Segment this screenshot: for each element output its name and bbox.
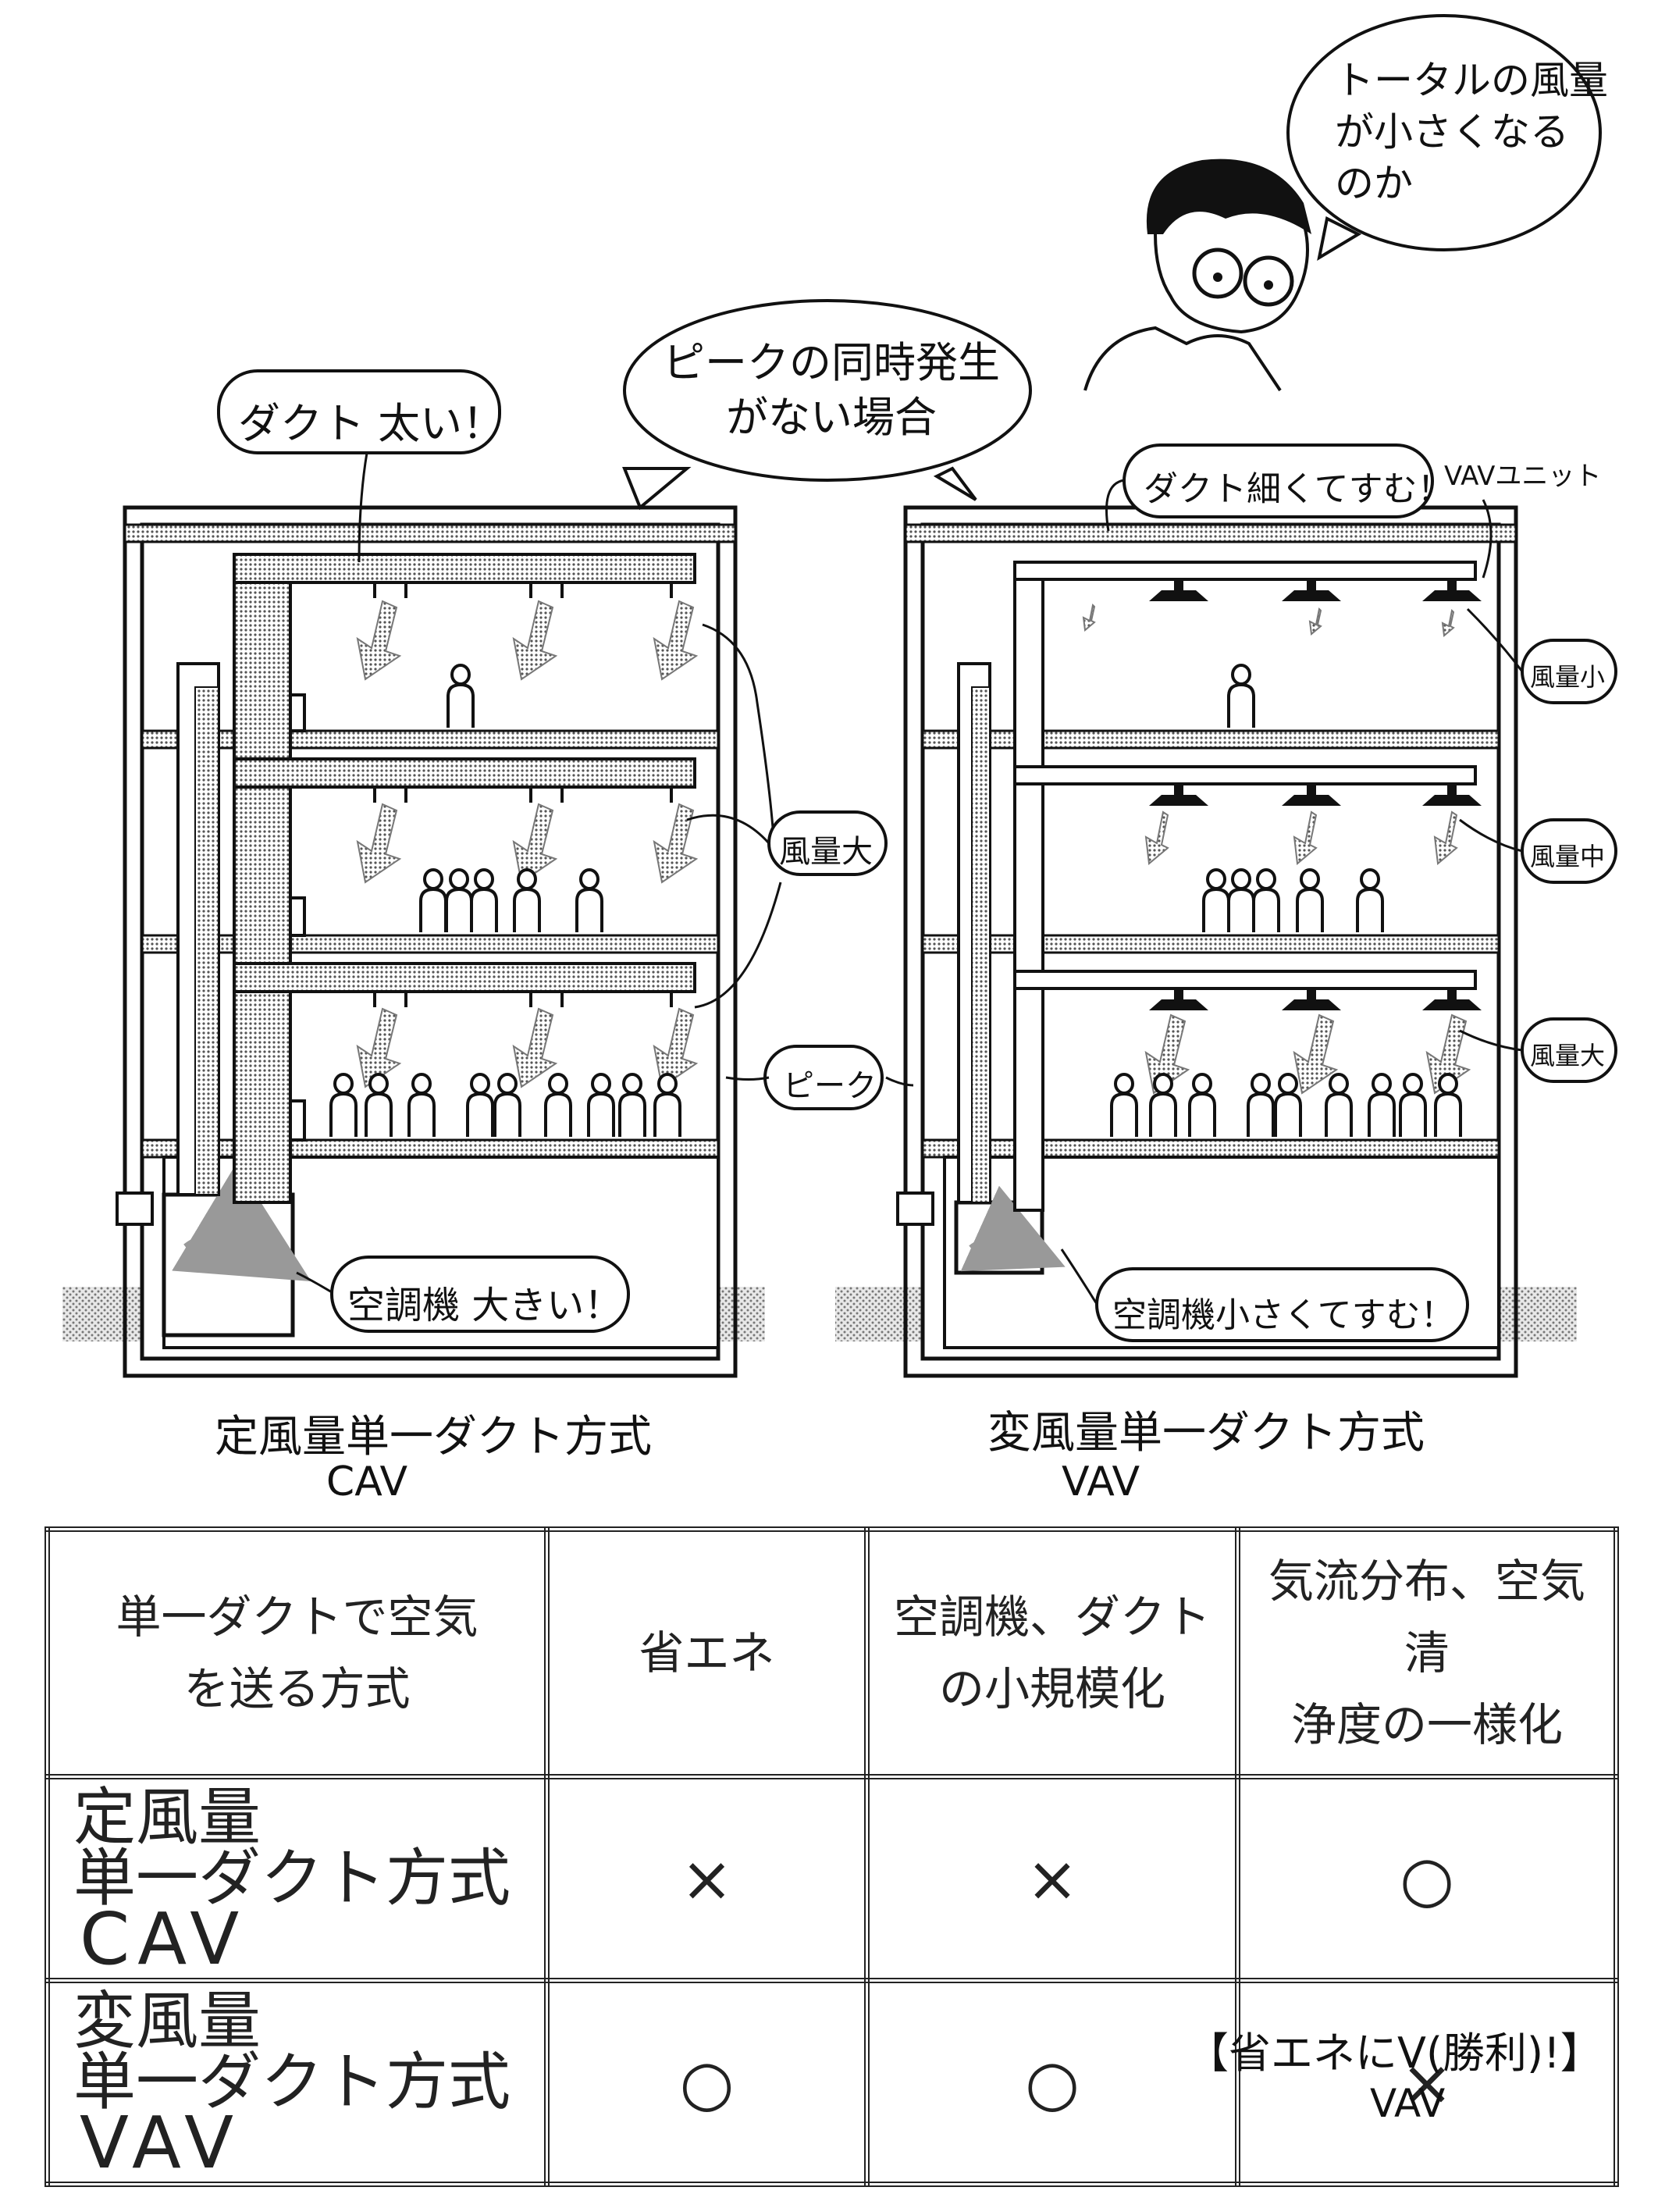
table-cell: ○ (1235, 1774, 1619, 1983)
table-header-cell: 省エネ (544, 1526, 870, 1779)
footer-slogan: 【省エネにV(勝利)!】 (1187, 2029, 1603, 2078)
table-row: 定風量 単一ダクト方式CAV × × ○ (44, 1774, 1619, 1983)
caption-cav-name: 定風量単一ダクト方式 (215, 1412, 652, 1462)
table-cell: ○ (864, 1978, 1240, 2187)
row-name: 変風量 単一ダクト方式 (73, 1985, 511, 2118)
speech-ahu-small: 空調機小さくてすむ！ (1112, 1295, 1455, 1335)
label-airflow-large-vav: 風量大 (1530, 1041, 1606, 1070)
speech-person: トータルの風量 が小さくなる のか (1335, 58, 1608, 206)
vav-building (835, 505, 1577, 1378)
label-airflow-small: 風量小 (1530, 662, 1606, 692)
table-header-cell: 気流分布、空気清 浄度の一様化 (1235, 1526, 1619, 1779)
speech-duct-thin: ダクト細くてすむ！ (1144, 469, 1452, 509)
label-airflow-large-cav: 風量大 (779, 834, 873, 870)
table-cell: × (864, 1774, 1240, 1983)
row-head-vav: 変風量 単一ダクト方式VAV (44, 1978, 550, 2187)
cav-building (62, 505, 765, 1378)
speech-ahu-large: 空調機 大きい！ (347, 1284, 622, 1327)
row-head-cav: 定風量 単一ダクト方式CAV (44, 1774, 550, 1983)
speech-bubbles (217, 14, 1617, 1342)
caption-vav-abbr: VAV (1061, 1459, 1140, 1505)
speech-peak-not-simultaneous: ピークの同時発生 がない場合 (663, 338, 1000, 442)
table-header-cell: 単一ダクトで空気 を送る方式 (44, 1526, 550, 1779)
table-row: 変風量 単一ダクト方式VAV ○ ○ × (44, 1978, 1619, 2187)
comparison-table: 単一ダクトで空気 を送る方式 省エネ 空調機、ダクト の小規模化 気流分布、空気… (44, 1526, 1619, 2187)
table-cell: × (544, 1774, 870, 1983)
footer-abbr: VAV (1370, 2081, 1446, 2126)
table-header-row: 単一ダクトで空気 を送る方式 省エネ 空調機、ダクト の小規模化 気流分布、空気… (44, 1526, 1619, 1779)
caption-vav-name: 変風量単一ダクト方式 (987, 1408, 1425, 1459)
caption-cav-abbr: CAV (326, 1459, 408, 1505)
label-vav-unit: VAVユニット (1444, 461, 1602, 492)
table-cell: ○ (544, 1978, 870, 2187)
table-cell: × (1235, 1978, 1619, 2187)
person-head-icon (1083, 159, 1311, 392)
label-peak: ピーク (783, 1068, 877, 1104)
row-abbr: CAV (80, 1897, 247, 1981)
table-header-cell: 空調機、ダクト の小規模化 (864, 1526, 1240, 1779)
row-abbr: VAV (80, 2101, 242, 2185)
speech-duct-thick: ダクト 太い！ (238, 399, 505, 448)
row-name: 定風量 単一ダクト方式 (73, 1781, 511, 1915)
label-airflow-medium: 風量中 (1530, 842, 1606, 871)
